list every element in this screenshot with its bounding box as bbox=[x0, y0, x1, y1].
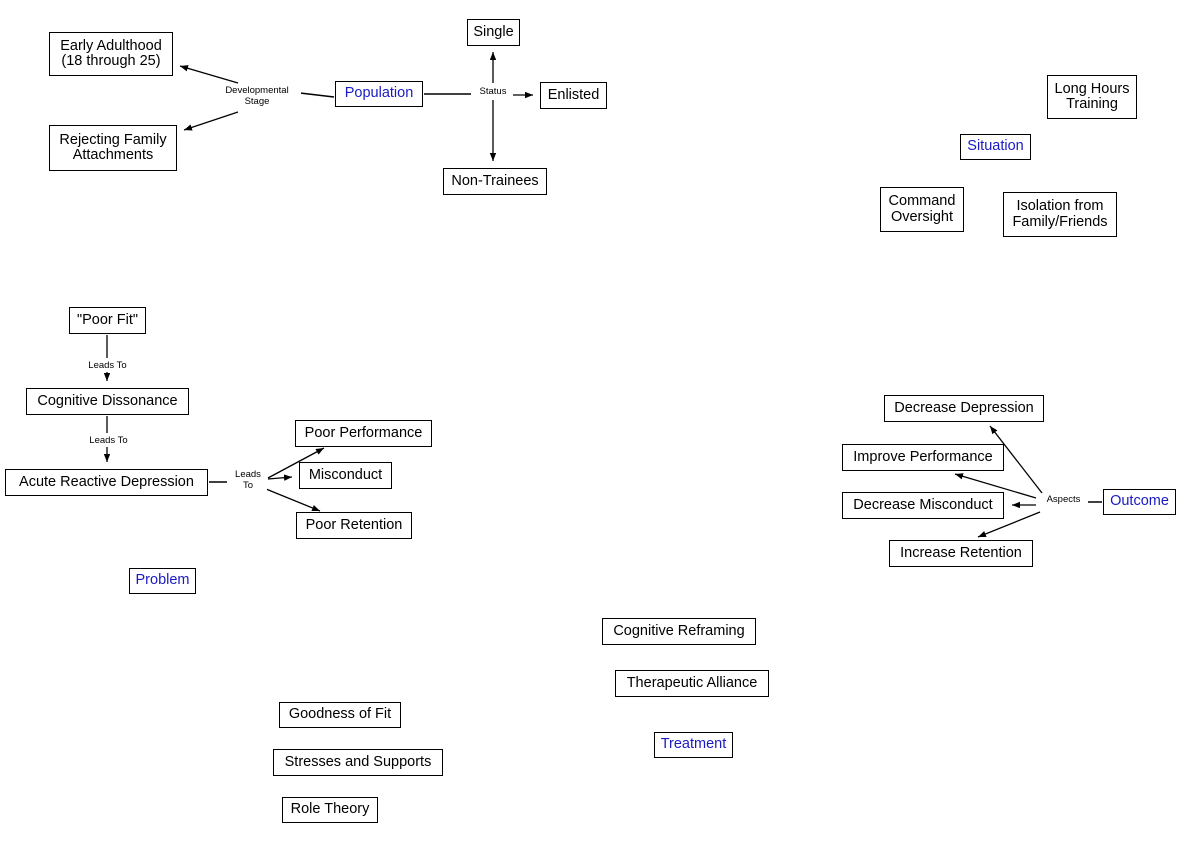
node-increase-retention[interactable]: Increase Retention bbox=[889, 540, 1033, 567]
node-rejecting-family-attachments[interactable]: Rejecting Family Attachments bbox=[49, 125, 177, 171]
node-decrease-misconduct[interactable]: Decrease Misconduct bbox=[842, 492, 1004, 519]
node-therapeutic-alliance[interactable]: Therapeutic Alliance bbox=[615, 670, 769, 697]
link-label-developmental-stage: Developmental Stage bbox=[213, 85, 301, 109]
link-label-leads-to-1: Leads To bbox=[83, 360, 132, 372]
edge-leadsto3-misconduct bbox=[267, 474, 293, 481]
edge-devstage-rejecting-family bbox=[183, 111, 239, 131]
node-acute-reactive-depression[interactable]: Acute Reactive Depression bbox=[5, 469, 208, 496]
node-command-oversight[interactable]: Command Oversight bbox=[880, 187, 964, 232]
edge-leadsto3-poor-retention bbox=[265, 488, 321, 512]
node-long-hours-training[interactable]: Long Hours Training bbox=[1047, 75, 1137, 119]
node-single[interactable]: Single bbox=[467, 19, 520, 46]
node-poor-fit[interactable]: "Poor Fit" bbox=[69, 307, 146, 334]
node-role-theory[interactable]: Role Theory bbox=[282, 797, 378, 823]
node-poor-performance[interactable]: Poor Performance bbox=[295, 420, 432, 447]
node-poor-retention[interactable]: Poor Retention bbox=[296, 512, 412, 539]
edge-population-devstage bbox=[299, 92, 335, 98]
node-early-adulthood[interactable]: Early Adulthood (18 through 25) bbox=[49, 32, 173, 76]
node-outcome[interactable]: Outcome bbox=[1103, 489, 1176, 515]
node-non-trainees[interactable]: Non-Trainees bbox=[443, 168, 547, 195]
node-stresses-and-supports[interactable]: Stresses and Supports bbox=[273, 749, 443, 776]
node-enlisted[interactable]: Enlisted bbox=[540, 82, 607, 109]
node-isolation-from-family-friends[interactable]: Isolation from Family/Friends bbox=[1003, 192, 1117, 237]
node-problem[interactable]: Problem bbox=[129, 568, 196, 594]
node-treatment[interactable]: Treatment bbox=[654, 732, 733, 758]
node-misconduct[interactable]: Misconduct bbox=[299, 462, 392, 489]
node-goodness-of-fit[interactable]: Goodness of Fit bbox=[279, 702, 401, 728]
link-label-leads-to-2: Leads To bbox=[84, 435, 133, 447]
node-cognitive-reframing[interactable]: Cognitive Reframing bbox=[602, 618, 756, 645]
node-cognitive-dissonance[interactable]: Cognitive Dissonance bbox=[26, 388, 189, 415]
node-population[interactable]: Population bbox=[335, 81, 423, 107]
link-label-aspects: Aspects bbox=[1040, 494, 1087, 506]
node-situation[interactable]: Situation bbox=[960, 134, 1031, 160]
node-decrease-depression[interactable]: Decrease Depression bbox=[884, 395, 1044, 422]
edge-devstage-early-adulthood bbox=[179, 65, 239, 84]
node-improve-performance[interactable]: Improve Performance bbox=[842, 444, 1004, 471]
link-label-leads-to-3: Leads To bbox=[229, 469, 267, 493]
link-label-status: Status bbox=[473, 86, 513, 98]
